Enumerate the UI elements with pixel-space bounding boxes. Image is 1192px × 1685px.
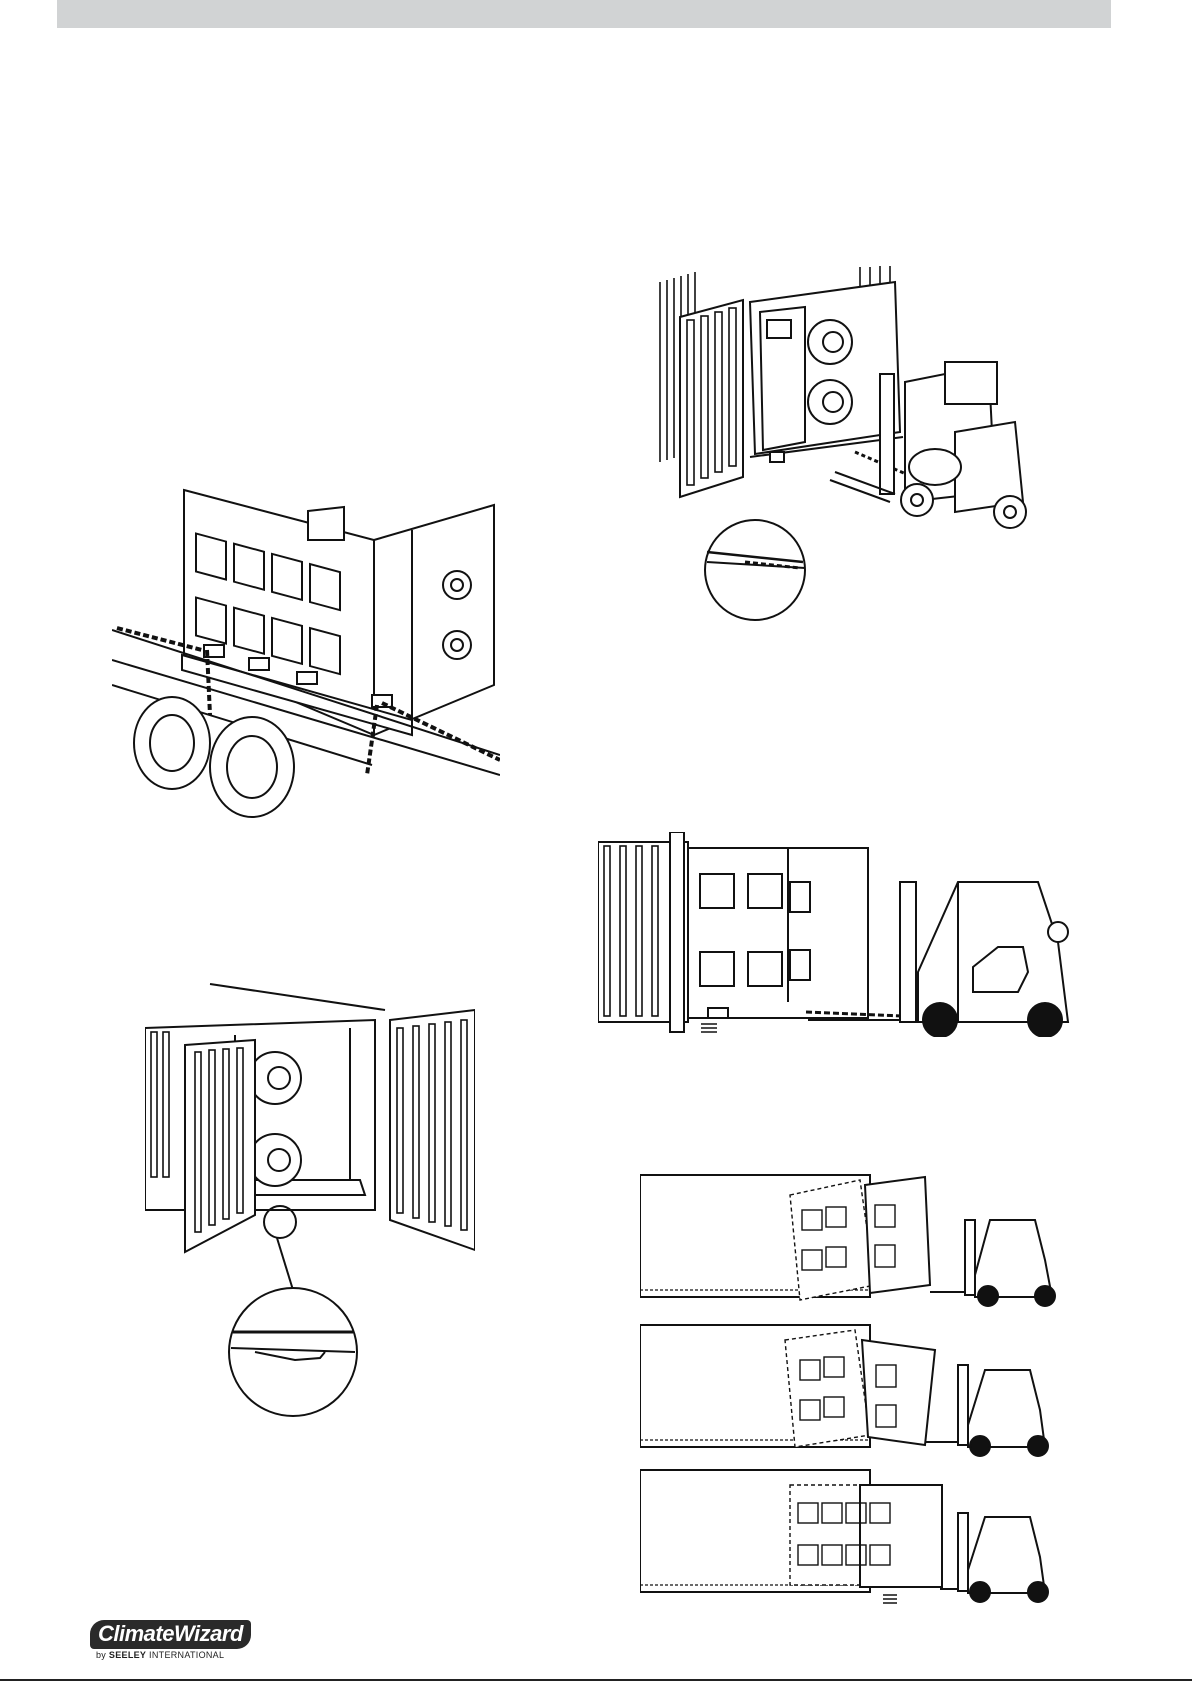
forklift-container-illustration bbox=[655, 262, 1075, 622]
container-door-illustration bbox=[145, 980, 475, 1420]
logo-brand-part2: Wizard bbox=[174, 1621, 243, 1646]
header-bar bbox=[57, 0, 1111, 28]
logo-tagline-suffix: INTERNATIONAL bbox=[149, 1650, 224, 1660]
tilt-sequence-illustration bbox=[640, 1165, 1080, 1610]
logo-tagline: by SEELEY INTERNATIONAL bbox=[96, 1650, 224, 1660]
logo-tagline-company: SEELEY bbox=[109, 1650, 146, 1660]
footer-line bbox=[0, 1679, 1192, 1681]
climate-wizard-logo: ClimateWizard by SEELEY INTERNATIONAL bbox=[86, 1620, 246, 1666]
logo-brand-part1: Climate bbox=[98, 1621, 174, 1646]
logo-tagline-by: by bbox=[96, 1650, 106, 1660]
logo-wordmark: ClimateWizard bbox=[90, 1620, 251, 1649]
truck-loading-illustration bbox=[112, 485, 500, 845]
forklift-side-view-illustration bbox=[598, 832, 1078, 1037]
